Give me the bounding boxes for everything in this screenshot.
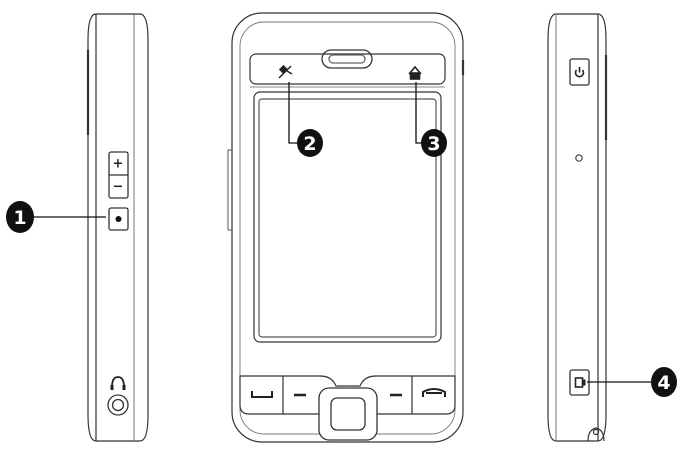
callout-3-number: 3 xyxy=(427,133,440,155)
power-icon xyxy=(574,67,585,78)
callout-4 xyxy=(587,367,677,397)
navigation-pad xyxy=(318,387,378,441)
bottom-button-row xyxy=(239,375,456,415)
callout-3 xyxy=(415,82,447,157)
volume-up-symbol: + xyxy=(113,157,124,172)
indicator-light xyxy=(575,154,583,162)
callout-1-number: 1 xyxy=(13,207,26,229)
end-call-button xyxy=(422,388,446,397)
camera-icon xyxy=(574,377,586,388)
callout-1 xyxy=(6,201,106,233)
satellite-icon xyxy=(278,64,293,79)
volume-down-symbol: − xyxy=(113,180,124,195)
headphone-jack xyxy=(107,394,129,416)
camera-button xyxy=(569,369,590,396)
front-view xyxy=(227,12,465,443)
record-button xyxy=(108,207,129,231)
earpiece xyxy=(321,49,373,69)
callout-2-number: 2 xyxy=(303,133,316,155)
callout-2 xyxy=(288,82,323,157)
volume-rocker xyxy=(108,151,129,199)
call-button xyxy=(251,391,273,398)
headphone-icon xyxy=(110,376,126,390)
left-side-view xyxy=(86,13,149,442)
callout-4-number: 4 xyxy=(657,372,670,394)
home-icon xyxy=(408,65,422,80)
right-side-view xyxy=(547,13,608,442)
